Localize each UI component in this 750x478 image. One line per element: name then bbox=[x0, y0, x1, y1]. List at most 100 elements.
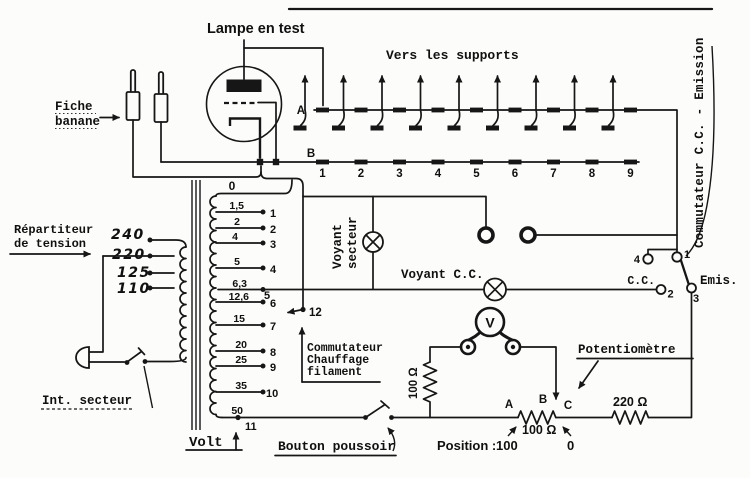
primary-tap-110: 110 bbox=[117, 281, 151, 297]
cc-label: C.C. bbox=[627, 275, 655, 288]
transformer-core bbox=[191, 180, 201, 430]
tap-terminal: 3 bbox=[270, 239, 276, 251]
contact-3-label: 3 bbox=[693, 293, 699, 305]
cc-emission-leader-curve bbox=[685, 45, 715, 257]
tap-voltage: 20 bbox=[235, 339, 247, 351]
support-number: 9 bbox=[627, 168, 633, 180]
tap-240-wire bbox=[149, 239, 187, 248]
support-position-3: 3 bbox=[370, 75, 406, 180]
tap-terminal: 6 bbox=[270, 298, 276, 310]
bus-a-label: A bbox=[297, 105, 305, 117]
banana-label-2: banane bbox=[55, 115, 100, 129]
secondary-zero-label: 0 bbox=[229, 179, 236, 193]
emission-resistor-zigzag bbox=[611, 410, 650, 425]
filament-switch-label-3: filament bbox=[307, 366, 362, 379]
position-0-arrow bbox=[562, 426, 572, 437]
primary-tap-240: 240 bbox=[111, 227, 145, 243]
tap-terminal: 11 bbox=[245, 421, 257, 433]
support-number: 3 bbox=[396, 168, 402, 180]
primary-winding bbox=[179, 246, 187, 363]
tap-voltage: 4 bbox=[232, 231, 238, 243]
tap-voltage: 5 bbox=[234, 256, 240, 268]
push-button-leader bbox=[387, 427, 396, 452]
junction-wire bbox=[260, 171, 304, 197]
distributor-label-2: de tension bbox=[14, 237, 86, 251]
filament-wiper-arrow bbox=[287, 307, 304, 315]
pot-value: 100 Ω bbox=[522, 423, 556, 437]
cc-emission-label: Commutateur C.C. - Emission bbox=[693, 37, 707, 248]
series-resistor: 100 Ω bbox=[408, 361, 438, 419]
push-button-label: Bouton poussoir bbox=[278, 439, 395, 454]
socket-2 bbox=[519, 226, 537, 244]
emission-resistor-value: 220 Ω bbox=[613, 395, 647, 409]
tap-terminal: 10 bbox=[266, 388, 278, 400]
position-100-arrow bbox=[507, 426, 517, 437]
switch-lever bbox=[126, 350, 143, 363]
center-rails: 12 Commutateur Chauffage filament bbox=[217, 171, 658, 383]
support-number: 7 bbox=[550, 168, 556, 180]
socket-1 bbox=[477, 226, 495, 244]
emission-label: Emis. bbox=[700, 274, 738, 288]
support-position-1: 1 bbox=[293, 75, 329, 180]
support-position-7: 7 bbox=[524, 75, 560, 180]
jack-right-wire-to-wiper bbox=[518, 346, 560, 400]
secondary-zero-wire bbox=[215, 179, 293, 197]
banana-plug-body bbox=[125, 91, 141, 121]
resistor-zigzag bbox=[422, 361, 438, 419]
banana-plug-body bbox=[153, 93, 169, 123]
tap-terminal: 5 bbox=[264, 290, 270, 302]
volt-label: Volt bbox=[189, 435, 223, 451]
supports-section: Vers les supports A B 1 2 3 4 5 bbox=[160, 48, 678, 254]
mains-wire-1 bbox=[88, 255, 104, 353]
mains-section: Répartiteur de tension 240 220 125 110 I… bbox=[9, 223, 187, 410]
contact-1 bbox=[671, 251, 683, 263]
tube-anode-plate bbox=[226, 79, 262, 92]
bottom-rail: 220 Ω A B C 100 Ω Position : 100 0 Bouto… bbox=[221, 394, 650, 457]
bus-a-line bbox=[313, 109, 678, 254]
support-number: 8 bbox=[589, 168, 596, 180]
filament-switch-label-2: Chauffage bbox=[307, 354, 369, 367]
position-value-100: 100 bbox=[496, 438, 518, 453]
tap-terminal: 4 bbox=[270, 264, 277, 276]
support-number: 5 bbox=[473, 168, 480, 180]
tap-voltage: 15 bbox=[233, 313, 245, 325]
switch-to-primary-wire bbox=[144, 356, 187, 363]
primary-tap-125: 125 bbox=[117, 265, 151, 281]
grid-lead bbox=[257, 101, 277, 160]
tap-voltage: 25 bbox=[235, 354, 247, 366]
support-number: 4 bbox=[435, 168, 442, 180]
filament-switch-label-1: Commutateur bbox=[307, 342, 383, 355]
jack-left-wire bbox=[429, 346, 463, 363]
transformer: 0 1,5 1 2 2 4 3 5 4 6,3 5 12,6 6 15 7 bbox=[179, 179, 293, 451]
to-supports-label: Vers les supports bbox=[386, 48, 519, 63]
pot-terminal-c: C bbox=[564, 400, 572, 412]
support-number: 2 bbox=[358, 168, 364, 180]
potentiometer-label: Potentiomètre bbox=[578, 343, 676, 357]
voyant-secteur: Voyant secteur bbox=[331, 195, 384, 290]
emission-wire bbox=[647, 291, 693, 419]
position-label: Position : bbox=[437, 438, 496, 453]
meter-label: V bbox=[485, 315, 495, 331]
contact4-link bbox=[647, 248, 678, 256]
jumper-sockets bbox=[477, 226, 678, 244]
tube-envelope bbox=[205, 65, 283, 143]
switch-tick bbox=[380, 400, 390, 409]
contact-3 bbox=[686, 282, 697, 294]
label-leader bbox=[143, 365, 154, 409]
top-mid-rail bbox=[302, 195, 487, 229]
bus-b-label: B bbox=[307, 148, 315, 160]
contact-4-label: 4 bbox=[634, 254, 641, 266]
primary-tap-220: 220 bbox=[112, 247, 146, 263]
anode-lead bbox=[243, 47, 324, 107]
tap-voltage: 1,5 bbox=[229, 200, 244, 212]
tap-terminal: 8 bbox=[270, 347, 276, 359]
push-button-switch bbox=[363, 400, 394, 420]
mains-switch bbox=[124, 347, 148, 365]
lamp-under-test-label: Lampe en test bbox=[207, 21, 305, 37]
secondary-taps: 1,5 1 2 2 4 3 5 4 6,3 5 12,6 6 15 7 20 8 bbox=[215, 200, 278, 433]
contact-1-label: 1 bbox=[684, 249, 690, 261]
support-position-6: 6 bbox=[486, 75, 522, 180]
support-position-9: 9 bbox=[601, 75, 637, 180]
tap-terminal: 9 bbox=[270, 362, 276, 374]
